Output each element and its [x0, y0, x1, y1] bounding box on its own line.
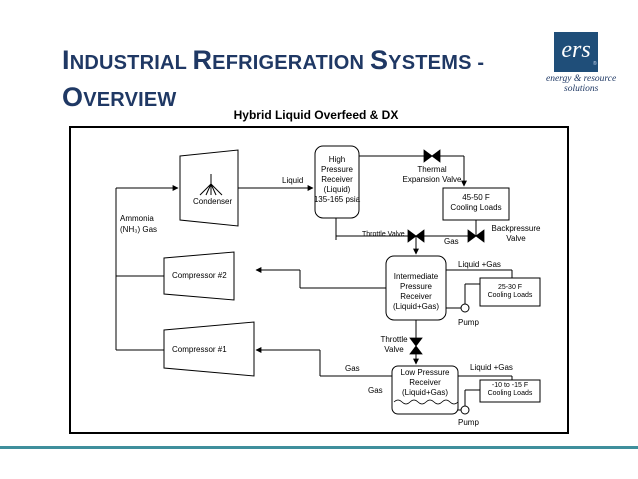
intermediate-receiver-label: Intermediate Pressure Receiver (Liquid+G…	[392, 272, 440, 311]
compressor-2-label: Compressor #2	[172, 271, 227, 280]
ammonia-label: Ammonia (NH₃) Gas	[120, 214, 158, 234]
liquid-label: Liquid	[282, 176, 304, 185]
title-line-2: OVERVIEW	[62, 82, 177, 112]
compressor-1-label: Compressor #1	[172, 345, 227, 354]
logo-tagline-2: solutions	[564, 84, 599, 94]
footer-divider	[0, 446, 638, 449]
backpressure-valve-label: Backpressure Valve	[491, 224, 541, 243]
thermal-expansion-valve-icon	[423, 149, 441, 163]
hp-receiver-shape	[314, 145, 360, 219]
backpressure-valve-icon	[467, 229, 485, 243]
slide-title: INDUSTRIAL REFRIGERATION SYSTEMS - OVERV…	[62, 44, 542, 118]
diagram-subtitle: Hybrid Liquid Overfeed & DX	[233, 108, 399, 122]
lp-receiver-label: Low Pressure Receiver (Liquid+Gas)	[400, 368, 450, 397]
logo-trademark: ®	[593, 61, 597, 67]
gas-label-2: Gas	[345, 364, 360, 373]
compressor-2-shape	[163, 251, 235, 301]
cooling-neg10-label: -10 to -15 F Cooling Loads	[487, 382, 533, 397]
gas-label-1: Gas	[444, 237, 459, 246]
pump-1-icon	[460, 303, 470, 313]
throttle-valve-2-icon	[409, 337, 423, 355]
liquid-gas-label-2: Liquid +Gas	[470, 363, 513, 372]
throttle-valve-2-label: Throttle Valve	[380, 335, 408, 354]
gas-label-3: Gas	[368, 386, 383, 395]
title-line-1: INDUSTRIAL REFRIGERATION SYSTEMS -	[62, 45, 485, 75]
logo-tagline-1: energy & resource	[546, 74, 617, 84]
ers-logo: ers ® energy & resource solutions	[546, 32, 621, 94]
cooling-25-30-label: 25-30 F Cooling Loads	[487, 284, 533, 299]
pump-1-label: Pump	[458, 318, 479, 327]
thermal-expansion-valve-label: Thermal Expansion Valve	[402, 165, 462, 184]
condenser-label: Condenser	[193, 197, 233, 206]
throttle-valve-1-icon	[407, 229, 425, 243]
cooling-neg10-box	[479, 379, 541, 403]
cooling-25-30-box	[479, 277, 541, 307]
throttle-valve-1-label: Throttle Valve	[362, 231, 405, 238]
diagram-frame	[69, 126, 569, 434]
compressor-1-shape	[163, 321, 255, 377]
cooling-45-50-label: 45-50 F Cooling Loads	[450, 193, 502, 212]
condenser-fan-icon	[199, 174, 223, 196]
pump-2-icon	[460, 405, 470, 415]
pump-2-label: Pump	[458, 418, 479, 427]
hp-receiver-label: High Pressure Receiver (Liquid) 135-165 …	[313, 155, 361, 204]
liquid-gas-label-1: Liquid +Gas	[458, 260, 501, 269]
logo-mark: ers	[554, 32, 598, 72]
